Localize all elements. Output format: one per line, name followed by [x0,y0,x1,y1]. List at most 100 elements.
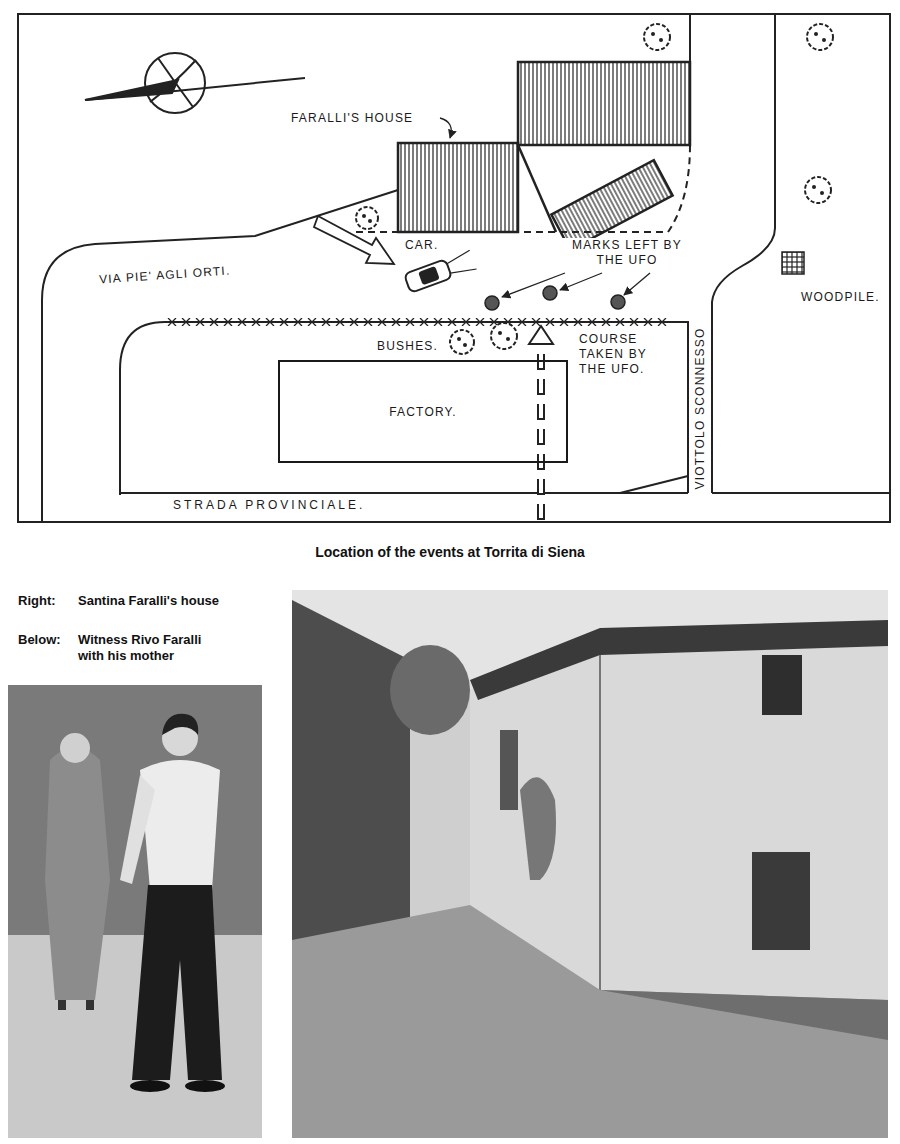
photo-caption: Santina Faralli's house [78,593,223,609]
street-name: STRADA PROVINCIALE. [172,498,366,513]
tree-symbol [807,24,833,50]
road-line [42,14,890,522]
tree-detail [822,38,826,42]
road-line [712,492,890,494]
node-label: FACTORY. [389,405,457,419]
compass-rose [150,60,196,102]
factory-building: FACTORY. [278,360,568,463]
leader-line [560,273,602,290]
photo-witness [162,714,198,735]
car-symbol [450,264,476,278]
leader-line [624,273,650,295]
fence-line [165,318,668,326]
road-line [712,14,775,493]
photo-house [599,655,601,990]
leader-line [440,118,650,297]
tree-symbol [356,24,833,354]
photo-witness [62,1000,90,1010]
photo-house [292,905,888,1138]
photo-witness [8,935,262,1138]
ufo-mark [543,286,557,300]
woodpile-symbol [782,252,804,274]
bushes-label: BUSHES. [376,339,439,354]
house-block [518,62,690,145]
tree-detail [498,331,502,335]
road-line [120,492,688,494]
photo-house [752,852,810,950]
ufo-course [529,326,553,520]
tree-detail [814,32,818,36]
woodpile-label: WOODPILE. [800,290,881,305]
house-block [551,160,672,250]
tree-symbol [644,24,670,50]
car-symbol [445,250,471,264]
tree-detail [820,191,824,195]
photo-house [292,590,888,1138]
tree-detail [368,219,372,223]
photo-witness [120,775,155,884]
compass-rose [158,58,193,107]
photo-witness [140,760,220,890]
house-label: FARALLI'S HOUSE [290,111,414,126]
photo-witness [130,1080,170,1092]
tree-detail [362,32,826,347]
photo-house [390,645,470,735]
photo-witness [8,685,262,1138]
compass-rose [145,53,205,113]
car-symbol [418,266,440,285]
ufo-mark [485,286,625,310]
marks-label: MARKS LEFT BY THE UFO [560,238,694,268]
photo-caption: Witness Rivo Faralli with his mother [78,632,223,664]
photo-witness [60,733,90,763]
road-line [689,14,691,62]
photo-witness [8,685,262,935]
photo-house [762,655,802,715]
compass-rose [85,78,305,100]
photo-house [500,730,518,810]
tree-detail [362,214,366,218]
ufo-course [539,344,543,520]
tree-detail [812,185,816,189]
tree-symbol [805,177,831,203]
caption-key: Right: [18,593,56,609]
ufo-mark [611,295,625,309]
ufo-course [537,344,545,520]
road-line [120,322,688,495]
car-symbol [404,250,477,293]
compass-rose [85,53,305,113]
photo-witness [185,1080,225,1092]
tree-symbol [491,323,517,349]
caption-key: Below: [18,632,61,648]
figure-caption: Location of the events at Torrita di Sie… [0,544,900,560]
street-name: VIA PIE' AGLI ORTI. [98,263,232,287]
leader-line [440,118,451,138]
approach-arrow [314,216,394,264]
map-frame [18,14,890,522]
street-name: VIOTTOLO SCONNESSO [692,326,707,490]
tree-detail [506,337,510,341]
tree-detail [457,337,461,341]
leader-line [502,273,565,297]
tree-detail [659,38,663,42]
photo-house [600,990,888,1040]
tree-symbol [450,330,474,354]
house-block [551,160,672,250]
photo-house [470,620,888,700]
road-line [42,190,398,522]
house-block [518,145,556,232]
photo-witness [45,748,110,1001]
course-label: COURSE TAKEN BY THE UFO. [578,332,670,377]
tree-detail [463,343,467,347]
car-label: CAR. [404,238,439,253]
photo-witness [132,885,222,1080]
tree-symbol [356,207,378,229]
ufo-mark [485,296,499,310]
tree-detail [651,32,655,36]
photo-house [520,777,556,880]
photo-witness [8,685,262,1138]
ufo-course [529,326,553,344]
house-block [398,143,518,232]
road-line [620,476,688,493]
